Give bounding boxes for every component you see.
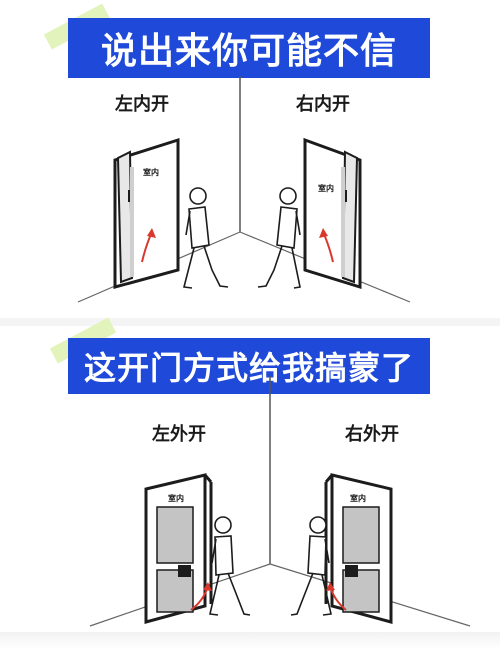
right-room-tag: 室内 [350,494,366,503]
left-inward-door [113,137,180,289]
bottom-banner: 这开门方式给我搞蒙了 [68,338,430,394]
person-icon-left-bottom [209,516,251,616]
right-outward-door [324,473,393,624]
top-banner: 说出来你可能不信 [68,18,430,78]
left-outward-label: 左外开 [152,424,206,445]
person-icon-right-bottom [290,516,332,616]
right-inward-door [303,137,362,290]
right-inward-label: 右内开 [296,94,350,115]
right-outward-label: 右外开 [345,424,399,445]
person-icon-right-top [257,187,301,289]
top-panel: 说出来你可能不信 [0,0,500,318]
right-room-tag: 室内 [318,184,334,193]
bottom-door-scene [89,376,471,627]
top-door-scene [77,76,411,303]
panel-separator [0,318,500,326]
left-outward-door [144,473,213,624]
bottom-panel: 这开门方式给我搞蒙了 [0,317,500,652]
person-icon-left-top [182,187,229,289]
left-room-tag: 室内 [143,168,159,177]
left-inward-label: 左内开 [115,94,169,115]
left-room-tag: 室内 [168,494,184,503]
bottom-fade [0,632,500,650]
